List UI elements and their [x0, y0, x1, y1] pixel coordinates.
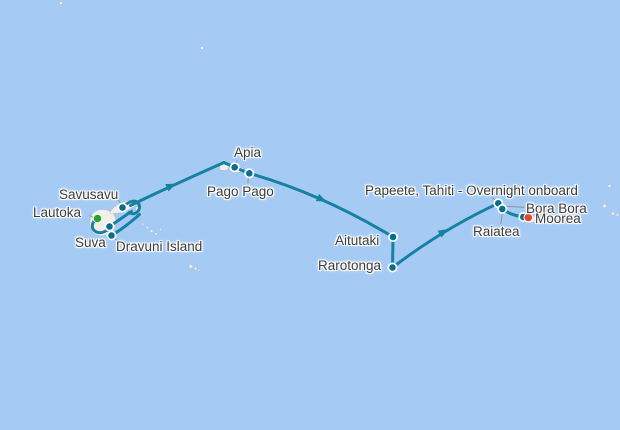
label-leader-line: [504, 205, 525, 208]
route-direction-arrow: [165, 183, 176, 192]
route-direction-arrow: [126, 209, 134, 215]
port-label-aitutaki: Aitutaki: [335, 233, 380, 248]
port-label-dravuni-island: Dravuni Island: [116, 239, 203, 254]
port-marker-dravuni-island: [108, 232, 115, 239]
markers-layer: [92, 162, 534, 273]
islands-layer: [59, 1, 620, 272]
islet: [146, 226, 149, 229]
port-label-lautoka: Lautoka: [33, 205, 82, 220]
label-leader-line: [500, 212, 503, 225]
port-label-moorea: Moorea: [535, 211, 581, 226]
port-label-savusavu: Savusavu: [59, 187, 119, 202]
islet: [154, 232, 158, 236]
port-marker-raiatea: [499, 205, 506, 213]
route-leg: [129, 161, 226, 207]
islet: [602, 203, 607, 209]
port-marker-savusavu: [119, 204, 126, 211]
islet: [615, 213, 620, 217]
port-label-bora-bora: Bora Bora: [526, 201, 587, 216]
islet: [200, 46, 204, 50]
islet: [607, 184, 612, 188]
port-marker-suva: [106, 223, 113, 230]
port-label-suva: Suva: [75, 235, 106, 250]
route-direction-arrow: [315, 193, 327, 202]
port-marker-lautoka: [93, 214, 102, 223]
port-marker-papeete-tahiti-overnight-onboard: [524, 213, 533, 222]
port-label-apia: Apia: [234, 145, 262, 160]
islet: [159, 228, 162, 231]
islet: [149, 229, 154, 233]
islet: [141, 222, 145, 226]
islet: [188, 264, 193, 269]
port-marker-pago-pago: [246, 170, 253, 177]
port-marker-apia: [231, 164, 238, 171]
route-leg: [391, 235, 395, 269]
islet: [611, 211, 615, 216]
port-label-pago-pago: Pago Pago: [207, 184, 274, 199]
label-leader-line: [247, 178, 249, 184]
port-marker-rarotonga: [389, 264, 396, 271]
islet: [193, 266, 198, 271]
port-label-papeete-tahiti-overnight-onboard: Papeete, Tahiti - Overnight onboard: [365, 183, 578, 198]
port-label-raiatea: Raiatea: [473, 224, 520, 239]
route-direction-arrow: [437, 228, 449, 238]
port-marker-aitutaki: [389, 233, 397, 241]
leader-lines-layer: [89, 160, 525, 241]
port-label-rarotonga: Rarotonga: [318, 258, 382, 273]
islet: [59, 1, 63, 5]
islet: [197, 269, 200, 272]
